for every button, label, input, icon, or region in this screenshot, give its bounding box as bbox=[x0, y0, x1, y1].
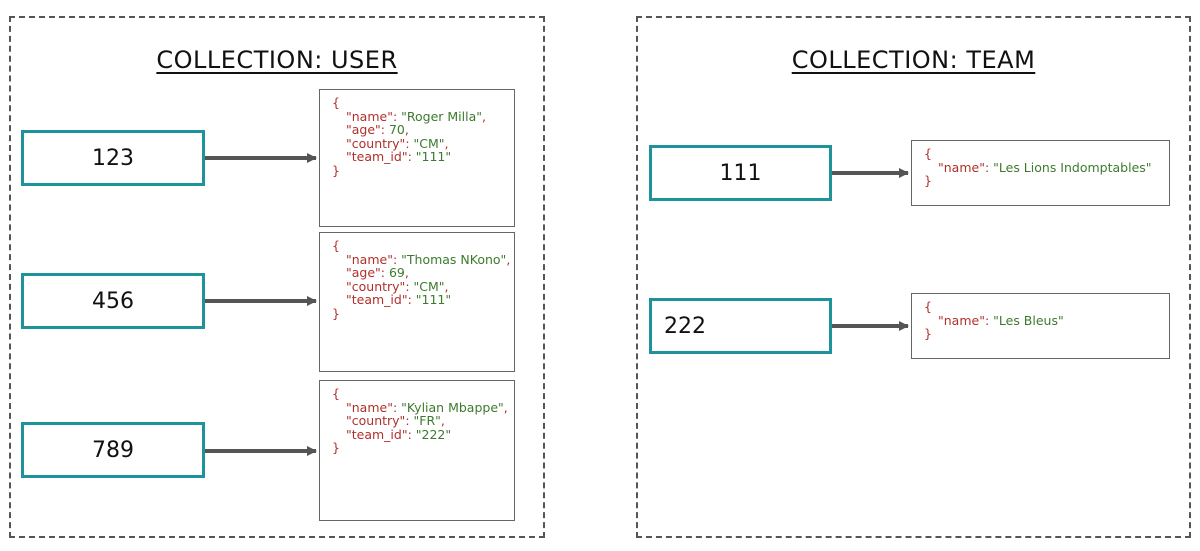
key-box: 222 bbox=[649, 298, 832, 354]
json-value: "CM" bbox=[413, 278, 445, 294]
json-property: "name": "Kylian Mbappe", bbox=[332, 399, 514, 415]
json-comma: , bbox=[404, 122, 409, 137]
json-colon: : bbox=[380, 122, 389, 137]
json-comma: , bbox=[503, 399, 508, 415]
json-colon: : bbox=[984, 312, 994, 328]
json-key: "country" bbox=[346, 278, 406, 294]
json-value: "111" bbox=[415, 149, 452, 164]
key-box: 789 bbox=[21, 422, 205, 478]
json-colon: : bbox=[407, 292, 416, 307]
json-colon: : bbox=[392, 399, 402, 415]
json-colon: : bbox=[392, 251, 402, 267]
json-colon: : bbox=[380, 265, 389, 280]
json-key: "age" bbox=[346, 265, 381, 280]
open-brace: { bbox=[332, 386, 340, 401]
close-brace: } bbox=[332, 162, 340, 178]
json-colon: : bbox=[405, 413, 414, 428]
key-label: 789 bbox=[92, 437, 134, 463]
open-brace: { bbox=[332, 238, 340, 253]
json-key: "name" bbox=[346, 399, 393, 415]
json-colon: : bbox=[984, 159, 994, 175]
json-comma: , bbox=[444, 135, 449, 151]
json-document: {"name": "Thomas NKono","age": 69,"count… bbox=[319, 232, 515, 372]
close-brace: } bbox=[924, 326, 932, 341]
json-comma: , bbox=[482, 108, 486, 124]
json-colon: : bbox=[405, 135, 414, 151]
json-value: 70 bbox=[388, 122, 405, 137]
json-key: "name" bbox=[346, 108, 393, 124]
close-brace: } bbox=[924, 173, 932, 188]
json-property: "country": "CM", bbox=[332, 278, 514, 294]
json-document: {"name": "Les Lions Indomptables"} bbox=[911, 140, 1170, 206]
json-comma: , bbox=[506, 251, 511, 267]
json-property: "age": 70, bbox=[332, 123, 514, 137]
json-property: "team_id": "222" bbox=[332, 426, 514, 442]
json-key: "name" bbox=[938, 312, 985, 328]
collection-title: COLLECTION: USER bbox=[156, 46, 398, 74]
json-key: "team_id" bbox=[346, 426, 408, 442]
json-value: "CM" bbox=[413, 135, 445, 151]
json-value: "FR" bbox=[413, 413, 441, 428]
key-label: 456 bbox=[92, 288, 134, 314]
json-colon: : bbox=[407, 426, 416, 442]
json-value: "Les Bleus" bbox=[993, 312, 1064, 328]
json-colon: : bbox=[392, 108, 402, 124]
key-box: 123 bbox=[21, 130, 205, 186]
json-value: "Les Lions Indomptables" bbox=[993, 159, 1152, 175]
json-comma: , bbox=[440, 413, 445, 428]
json-property: "name": "Roger Milla", bbox=[332, 108, 514, 124]
json-key: "country" bbox=[346, 135, 406, 151]
json-property: "country": "CM", bbox=[332, 135, 514, 151]
key-box: 456 bbox=[21, 273, 205, 329]
json-comma: , bbox=[404, 265, 409, 280]
open-brace: { bbox=[924, 146, 932, 161]
collection-team: COLLECTION: TEAM bbox=[636, 16, 1191, 538]
json-comma: , bbox=[444, 278, 449, 294]
collection-user: COLLECTION: USER bbox=[9, 16, 545, 538]
json-property: "age": 69, bbox=[332, 266, 514, 280]
json-colon: : bbox=[405, 278, 414, 294]
collection-title: COLLECTION: TEAM bbox=[791, 46, 1036, 74]
close-brace: } bbox=[332, 305, 340, 321]
json-property: "team_id": "111" bbox=[332, 293, 514, 307]
json-document: {"name": "Kylian Mbappe","country": "FR"… bbox=[319, 380, 515, 521]
json-property: "name": "Les Bleus" bbox=[924, 312, 1169, 328]
json-value: 69 bbox=[388, 265, 405, 280]
json-key: "age" bbox=[346, 122, 381, 137]
json-property: "name": "Thomas NKono", bbox=[332, 251, 514, 267]
open-brace: { bbox=[332, 95, 340, 110]
close-brace: } bbox=[332, 440, 340, 455]
json-value: "Kylian Mbappe" bbox=[401, 399, 504, 415]
json-value: "111" bbox=[415, 292, 452, 307]
json-property: "country": "FR", bbox=[332, 414, 514, 428]
json-key: "name" bbox=[346, 251, 393, 267]
json-key: "team_id" bbox=[346, 292, 408, 307]
key-label: 222 bbox=[664, 313, 706, 339]
open-brace: { bbox=[924, 299, 932, 314]
json-document: {"name": "Roger Milla","age": 70,"countr… bbox=[319, 89, 515, 227]
json-value: "Thomas NKono" bbox=[401, 251, 507, 267]
json-colon: : bbox=[407, 149, 416, 164]
json-value: "Roger Milla" bbox=[401, 108, 483, 124]
json-document: {"name": "Les Bleus"} bbox=[911, 293, 1170, 359]
key-box: 111 bbox=[649, 145, 832, 201]
json-key: "country" bbox=[346, 413, 406, 428]
key-label: 123 bbox=[92, 145, 134, 171]
json-value: "222" bbox=[415, 426, 452, 442]
json-key: "team_id" bbox=[346, 149, 408, 164]
json-property: "team_id": "111" bbox=[332, 150, 514, 164]
json-property: "name": "Les Lions Indomptables" bbox=[924, 159, 1169, 175]
json-key: "name" bbox=[938, 159, 985, 175]
key-label: 111 bbox=[719, 160, 762, 186]
